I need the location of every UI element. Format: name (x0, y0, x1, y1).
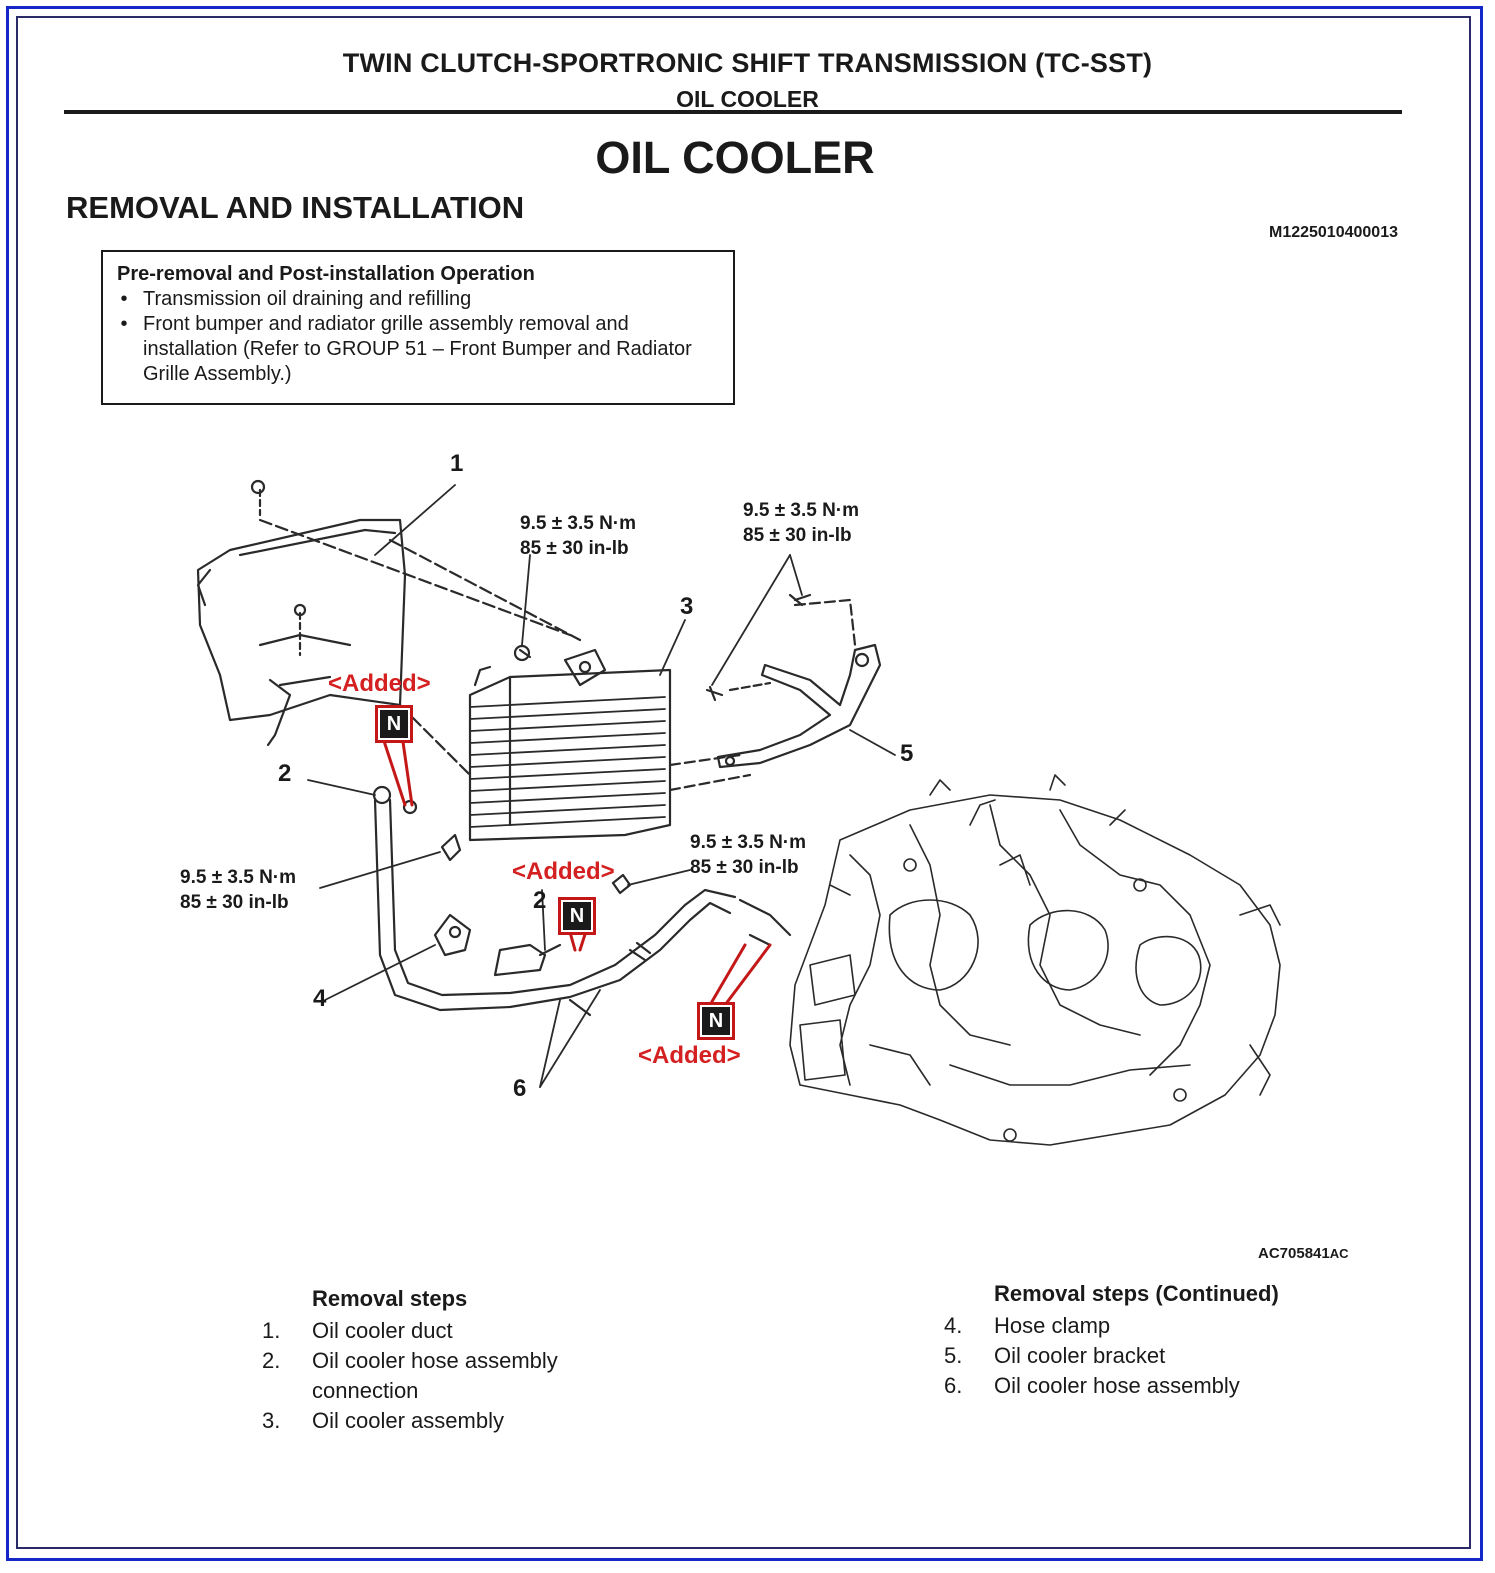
pre-operation-heading: Pre-removal and Post-installation Operat… (117, 263, 535, 285)
removal-steps-list: 1.Oil cooler duct 2.Oil cooler hose asse… (262, 1316, 612, 1436)
list-item: 3.Oil cooler assembly (262, 1408, 504, 1433)
procedure-title: REMOVAL AND INSTALLATION (66, 190, 525, 225)
list-item: 5.Oil cooler bracket (944, 1343, 1166, 1368)
callout-3: 3 (680, 593, 694, 620)
removal-steps-heading: Removal steps (312, 1286, 468, 1311)
callout-2: 2 (533, 887, 547, 914)
torque-label: 9.5 ± 3.5 N·m 85 ± 30 in-lb (520, 513, 637, 559)
new-part-badge: N (700, 1005, 732, 1037)
list-item: 6.Oil cooler hose assembly (944, 1373, 1240, 1398)
callout-2: 2 (278, 760, 292, 787)
exploded-diagram: 1 2 2 3 4 5 6 9.5 ± 3.5 N·m 85 ± 30 in-l… (150, 445, 1310, 1245)
subsection-header: OIL COOLER (676, 86, 819, 112)
added-marker: <Added> (512, 858, 615, 885)
oil-cooler-bracket-drawing (705, 593, 882, 769)
torque-label: 9.5 ± 3.5 N·m 85 ± 30 in-lb (690, 832, 807, 878)
added-marker: <Added> (328, 670, 431, 697)
section-header: TWIN CLUTCH-SPORTRONIC SHIFT TRANSMISSIO… (342, 48, 1153, 78)
oil-cooler-hose-drawing (372, 785, 792, 1017)
header-rule (64, 110, 1402, 114)
callout-1: 1 (450, 450, 464, 477)
document-id: M1225010400013 (1268, 224, 1398, 241)
pre-operation-list: Transmission oil draining and refilling … (117, 287, 719, 387)
callout-4: 4 (313, 985, 327, 1012)
new-part-badge: N (561, 900, 593, 932)
removal-steps: Removal steps 1.Oil cooler duct 2.Oil co… (262, 1286, 612, 1436)
torque-label: 9.5 ± 3.5 N·m 85 ± 30 in-lb (743, 500, 860, 546)
diagram-drawing (196, 479, 1281, 1146)
callout-5: 5 (900, 740, 914, 767)
pre-operation-item: Transmission oil draining and refilling (117, 287, 719, 312)
removal-steps-continued-heading: Removal steps (Continued) (994, 1281, 1279, 1306)
list-item: 1.Oil cooler duct (262, 1318, 453, 1343)
transmission-drawing (789, 774, 1281, 1146)
removal-steps-continued-list: 4.Hose clamp 5.Oil cooler bracket 6.Oil … (944, 1311, 1394, 1401)
page-inner-border (16, 16, 1471, 1549)
callout-6: 6 (513, 1075, 527, 1102)
oil-cooler-duct-drawing (196, 479, 582, 777)
page-outer-border (6, 6, 1483, 1561)
leader-lines (307, 484, 896, 1088)
figure-id: AC705841AC (1258, 1245, 1349, 1262)
torque-label: 9.5 ± 3.5 N·m 85 ± 30 in-lb (180, 867, 297, 913)
pre-operation-item: Front bumper and radiator grille assembl… (117, 312, 719, 387)
pre-operation-box: Pre-removal and Post-installation Operat… (101, 250, 735, 405)
list-item: 2.Oil cooler hose assembly connection (262, 1348, 558, 1403)
list-item: 4.Hose clamp (944, 1313, 1111, 1338)
oil-cooler-drawing (468, 644, 752, 842)
page-title: OIL COOLER (595, 132, 875, 183)
removal-steps-continued: Removal steps (Continued) 4.Hose clamp 5… (944, 1281, 1394, 1401)
new-part-badge: N (378, 708, 410, 740)
added-marker: <Added> (638, 1042, 741, 1069)
